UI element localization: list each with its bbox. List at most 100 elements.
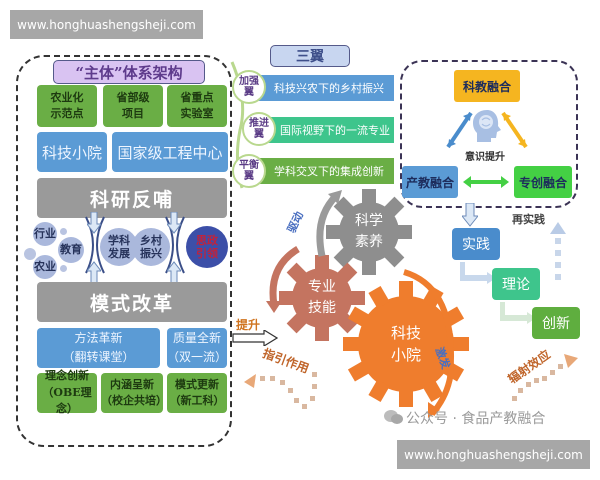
text: 质量全新 xyxy=(172,330,221,345)
green-box-key-lab: 省重点 实验室 xyxy=(167,85,227,127)
awareness-label: 意识提升 xyxy=(465,151,505,163)
text: 乡村 xyxy=(140,233,162,247)
brain-head-icon xyxy=(473,110,501,142)
text: 振兴 xyxy=(140,247,162,260)
step-arrow-1 xyxy=(460,262,496,284)
text: 学科 xyxy=(108,233,130,247)
watermark-top: www.honghuashengsheji.com xyxy=(10,10,203,39)
left-panel-frame xyxy=(16,55,232,447)
text: 模式更新 xyxy=(175,377,219,391)
wechat-watermark-text: 公众号 · 食品产教融合 xyxy=(406,411,546,427)
text: 引领 xyxy=(196,247,218,260)
bubble-dot xyxy=(24,248,36,260)
wing-tag-strengthen: 加强 翼 xyxy=(232,70,266,104)
step-practice: 实践 xyxy=(452,228,500,260)
arc-brackets-left xyxy=(85,216,105,274)
arrow-down-left xyxy=(87,212,101,234)
text: 项目 xyxy=(122,107,144,120)
green-box-school-enterprise: 内涵呈新 （校企共培） xyxy=(101,373,167,413)
gear-professional-skills-label: 专业 技能 xyxy=(298,274,346,322)
arc-arrow-gray xyxy=(316,190,342,257)
arrow-up-right xyxy=(167,261,181,283)
blue-box-courtyard: 科技小院 xyxy=(37,132,107,172)
text: （OBE理念） xyxy=(42,385,92,416)
text: 方法革新 xyxy=(74,330,123,345)
wing-bar-integration: 学科交叉下的集成创新 xyxy=(246,158,394,184)
fusion-panel-frame xyxy=(400,60,578,208)
text: 技能 xyxy=(308,300,336,316)
text: 科学 xyxy=(355,213,383,229)
dotted-arrow-up xyxy=(550,222,566,280)
text: 思政 xyxy=(196,233,218,247)
text: （新工科） xyxy=(169,394,225,407)
text: 发展 xyxy=(108,247,130,260)
text: 翼 xyxy=(254,129,264,140)
arc-arrow-red xyxy=(266,245,300,313)
arrow-right-upgrade xyxy=(232,330,278,346)
bubble-agriculture: 农业 xyxy=(33,255,57,279)
text: 科技 xyxy=(390,323,421,342)
text: 专业 xyxy=(308,279,336,295)
bubble-education: 教育 xyxy=(58,237,84,263)
text: 农业化 xyxy=(50,90,84,104)
gear-science-courtyard-label: 科技 小院 xyxy=(380,318,432,370)
band-model-reform: 模式改革 xyxy=(37,282,227,322)
green-box-new-engineering: 模式更新 （新工科） xyxy=(167,373,227,413)
blue-box-quality: 质量全新 （双一流） xyxy=(167,328,227,368)
bubble-ideology: 思政 引领 xyxy=(186,226,228,268)
text: 省部级 xyxy=(116,90,150,104)
bubble-discipline: 学科 发展 xyxy=(100,228,138,266)
text: 内涵呈新 xyxy=(110,377,154,391)
arrow-down-right xyxy=(167,212,181,234)
wing-tag-balance: 平衡 翼 xyxy=(232,154,266,188)
wing-bar-rural: 科技兴农下的乡村振兴 xyxy=(246,75,394,101)
blue-box-method-innovation: 方法革新 （翻转课堂） xyxy=(37,328,160,368)
upgrade-label: 提升 xyxy=(236,318,261,332)
step-arrow-2 xyxy=(500,302,536,324)
arrow-bidirectional-horizontal xyxy=(463,176,509,188)
arrow-down-to-practice xyxy=(462,203,478,227)
dotted-arrow-guide xyxy=(244,372,317,409)
fusion-box-industry-education: 产教融合 xyxy=(402,166,458,198)
text: 平衡 xyxy=(239,159,259,171)
arc-brackets-right xyxy=(165,216,185,274)
arrow-bidirectional-right xyxy=(501,111,528,149)
blue-box-engineering-center: 国家级工程中心 xyxy=(112,132,228,172)
fusion-box-innovation: 专创融合 xyxy=(514,166,572,198)
text: 小院 xyxy=(390,346,421,364)
bubble-industry: 行业 xyxy=(33,222,57,246)
wechat-icon xyxy=(384,410,403,424)
step-theory: 理论 xyxy=(492,268,540,300)
watermark-bottom: www.honghuashengsheji.com xyxy=(397,440,590,469)
arc-arrow-orange xyxy=(403,269,454,418)
bubble-dot xyxy=(60,265,67,272)
gear-science-literacy xyxy=(326,189,412,275)
text: 翼 xyxy=(244,171,254,182)
bubble-rural: 乡村 振兴 xyxy=(132,228,170,266)
left-panel-title: “主体”体系架构 xyxy=(53,60,205,84)
gear-science-literacy-label: 科学 素养 xyxy=(345,208,393,256)
text: 加强 xyxy=(239,75,259,87)
text: （翻转课堂） xyxy=(62,350,135,364)
text: 翼 xyxy=(244,87,254,98)
wing-bar-first-class: 国际视野下的一流专业 xyxy=(252,117,394,143)
wing-tag-advance: 推进 翼 xyxy=(242,112,276,146)
arrow-up-left xyxy=(87,261,101,283)
three-wings-title: 三翼 xyxy=(270,45,350,67)
arrow-bidirectional-left xyxy=(446,111,473,149)
fusion-box-science-education: 科教融合 xyxy=(454,70,520,102)
text: 理念创新 xyxy=(45,369,89,383)
text: 示范点 xyxy=(50,107,84,120)
gear-professional-skills xyxy=(279,255,365,341)
text: （校企共培） xyxy=(101,394,167,407)
bubble-dot xyxy=(60,228,67,235)
text: 素养 xyxy=(355,234,383,250)
green-box-demo-site: 农业化 示范点 xyxy=(37,85,97,127)
dotted-arrow-radiate xyxy=(512,354,578,401)
green-box-provincial-project: 省部级 项目 xyxy=(103,85,163,127)
text: 推进 xyxy=(249,117,269,129)
band-research-feedback: 科研反哺 xyxy=(37,178,227,218)
text: 省重点 xyxy=(180,90,214,104)
text: 实验室 xyxy=(180,107,214,120)
text: （双一流） xyxy=(167,350,228,364)
